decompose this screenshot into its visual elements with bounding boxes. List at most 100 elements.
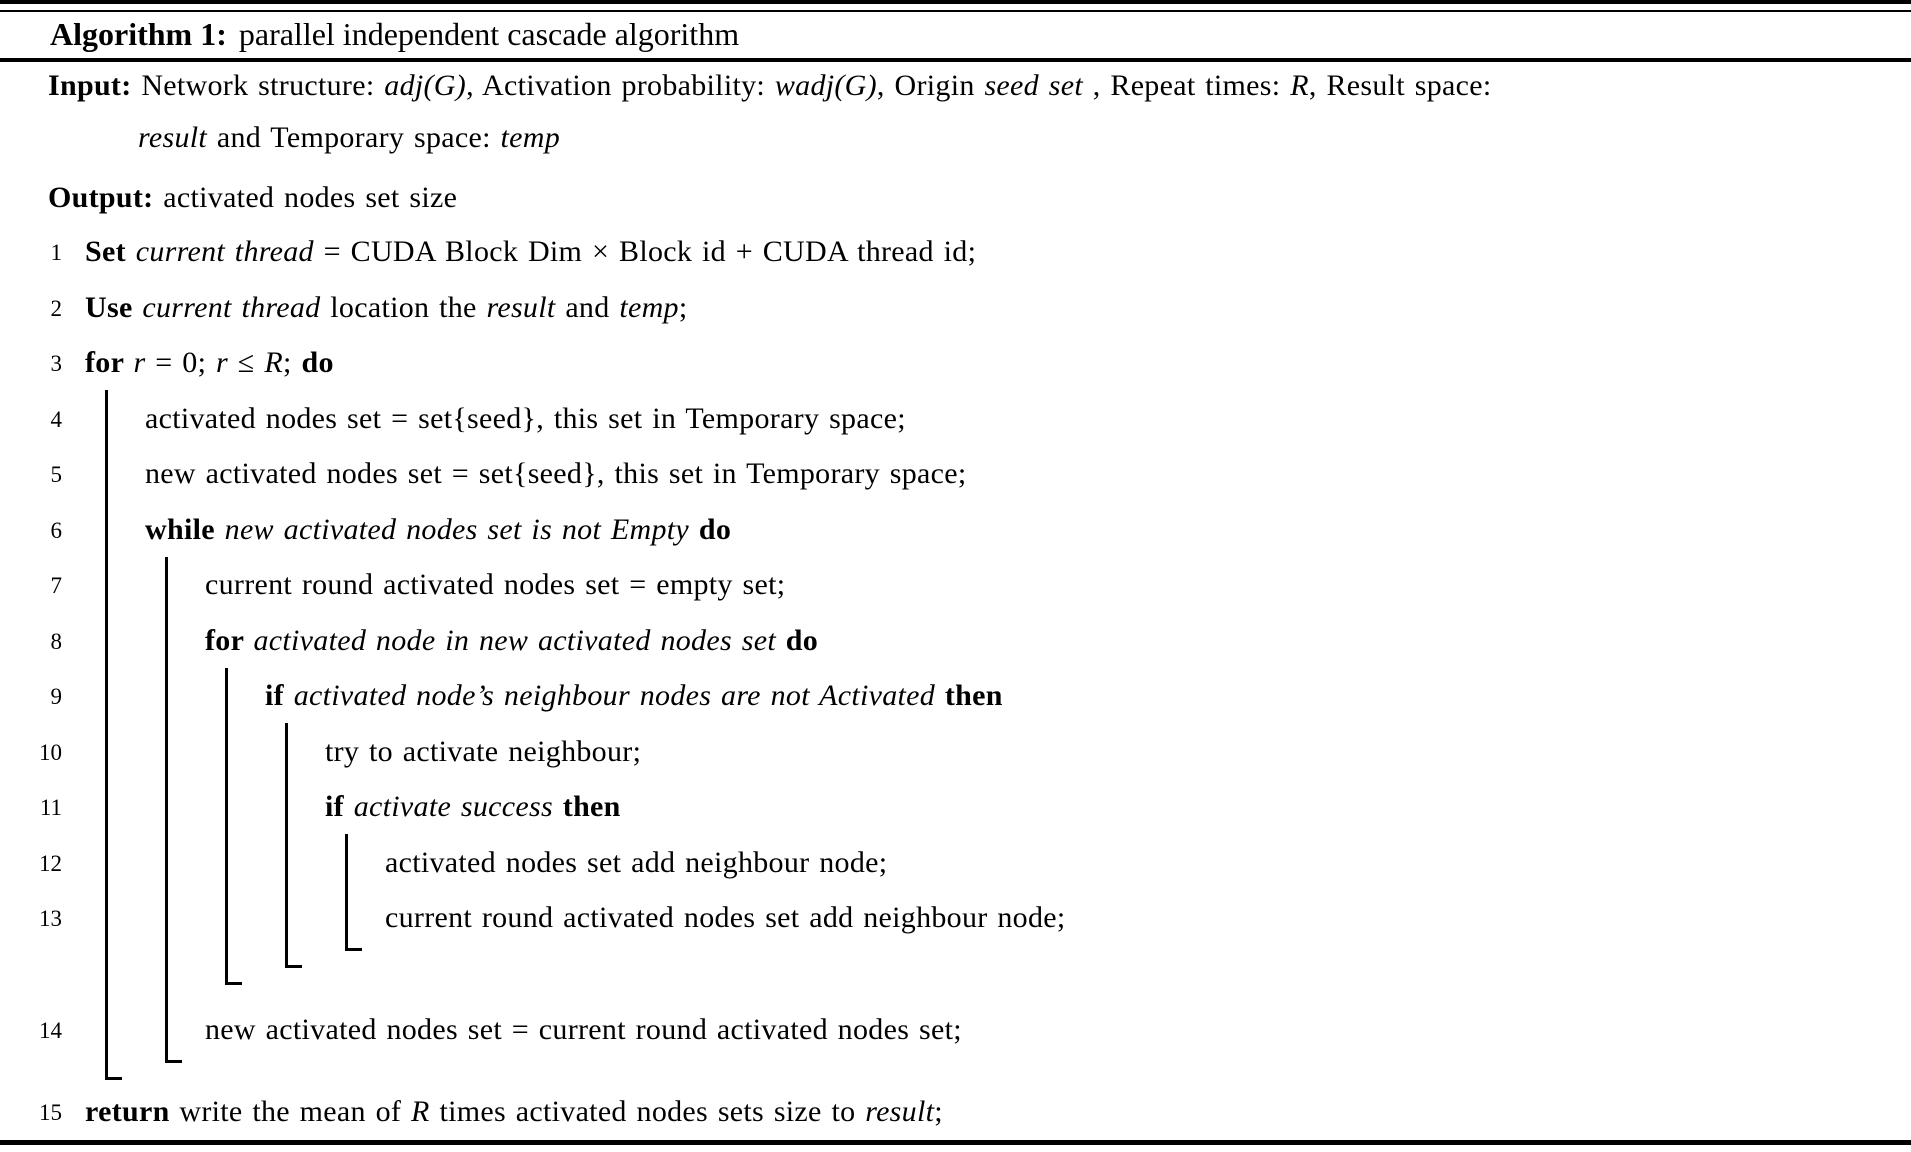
text-segment: activated node’s neighbour nodes are not… [293,679,936,712]
line-text: for r = 0; r ≤ R; do [85,345,334,381]
text-segment: temp [500,121,561,154]
text-segment [776,624,786,657]
block-indent-hook [225,982,242,985]
line-number: 14 [39,1018,62,1043]
text-segment: do [785,623,819,657]
text-segment: if [325,790,354,823]
line-number: 7 [50,573,63,598]
text-segment: current round activated nodes set = empt… [205,568,786,601]
line-text: activated nodes set = set{seed}, this se… [145,401,906,437]
top-rule [0,0,1911,4]
block-indent-hook [285,965,302,968]
line-text: current round activated nodes set add ne… [385,900,1066,936]
text-segment: activate success [353,790,553,823]
text-segment: do [698,512,732,546]
text-segment: current thread [142,290,321,324]
text-segment: = 0; [145,346,217,379]
text-segment: then [944,679,1003,712]
text-segment: R [1290,69,1309,102]
text-segment: Network structure: [141,69,385,102]
text-segment: write the mean of [179,1095,412,1128]
output-line: Output: activated nodes set size [0,180,1911,216]
bottom-rule [0,1140,1911,1145]
line-text: activated nodes set add neighbour node; [385,845,887,881]
text-segment: and Temporary space: [207,121,501,154]
block-indent-hook [345,948,362,951]
text-segment: activated nodes set = set{seed}, this se… [145,401,906,435]
text-segment [553,790,563,823]
text-segment: result [486,290,556,324]
text-segment: Set [85,235,136,268]
top-rule-thin [0,10,1911,12]
algorithm-line-12: 12 activated nodes set add neighbour node… [0,845,1911,881]
text-segment: seed set [984,69,1083,102]
line-text: try to activate neighbour; [325,734,641,770]
line-number: 13 [39,906,62,931]
input-line-2: result and Temporary space: temp [0,120,1911,156]
line-number: 10 [39,739,62,765]
algorithm-line-14: 14 new activated nodes set = current roun… [0,1012,1911,1048]
block-indent-hook [165,1060,182,1063]
block-indent-hook [105,1077,122,1080]
text-segment: Use [85,290,143,324]
line-number: 12 [39,850,62,876]
text-segment: , Activation probability: [466,69,775,102]
line-text: while new activated nodes set is not Emp… [145,512,731,548]
text-segment: ; [934,1095,943,1128]
text-segment: R [411,1095,430,1128]
text-segment: times activated nodes sets size to [429,1095,866,1128]
text-segment: result [138,121,208,154]
algorithm-line-3: 3 for r = 0; r ≤ R; do [0,345,1911,381]
line-text: new activated nodes set = current round … [205,1012,962,1048]
block-indent-bar [225,667,228,985]
line-text: Set current thread = CUDA Block Dim × Bl… [85,234,976,270]
text-segment: , Result space: [1308,69,1492,102]
text-segment: Input: [48,69,142,102]
line-number: 9 [50,684,63,709]
algorithm-line-10: 10 try to activate neighbour; [0,734,1911,770]
text-segment: current thread [135,235,314,268]
text-segment: , Origin [876,69,985,102]
text-segment: return [85,1095,180,1128]
line-number: 8 [50,628,63,654]
text-segment: new activated nodes set = set{seed}, thi… [145,457,967,490]
text-segment: while [145,512,225,546]
text-segment: location the [320,290,487,324]
algorithm-line-8: 8 for activated node in new activated nod… [0,623,1911,659]
text-segment: activated nodes set size [163,181,458,214]
text-segment: try to activate neighbour; [325,734,642,768]
text-segment: do [301,346,334,379]
caption-label: Algorithm 1: [50,16,227,52]
line-number: 3 [50,351,63,376]
line-number: 5 [50,462,63,487]
text-segment: adj(G) [384,69,467,102]
text-segment: for [85,346,134,379]
text-segment: r [133,346,146,379]
line-text: new activated nodes set = set{seed}, thi… [145,456,967,492]
input-line-1: Input: Network structure: adj(G), Activa… [0,68,1911,104]
line-text: Output: activated nodes set size [48,180,457,216]
text-segment [935,679,945,712]
text-segment: temp [619,290,679,324]
text-segment: activated node in new activated nodes se… [253,623,776,657]
line-number: 15 [39,1100,62,1125]
text-segment: new activated nodes set = current round … [205,1013,962,1046]
line-text: result and Temporary space: temp [138,120,560,156]
algorithm-line-5: 5 new activated nodes set = set{seed}, th… [0,456,1911,492]
algorithm-line-9: 9 if activated node’s neighbour nodes are… [0,678,1911,714]
text-segment: if [265,679,294,712]
line-text: current round activated nodes set = empt… [205,567,785,603]
text-segment: , Repeat times: [1082,69,1291,102]
caption-title: parallel independent cascade algorithm [238,16,740,52]
text-segment: for [205,623,254,657]
line-number: 4 [50,406,63,432]
caption-rule [0,58,1911,62]
text-segment: activated nodes set add neighbour node; [385,845,888,879]
line-text: Use current thread location the result a… [85,290,688,326]
text-segment: = CUDA Block Dim × Block id + CUDA threa… [313,235,977,268]
text-segment: ; [678,290,688,324]
text-segment: ; [283,346,302,379]
